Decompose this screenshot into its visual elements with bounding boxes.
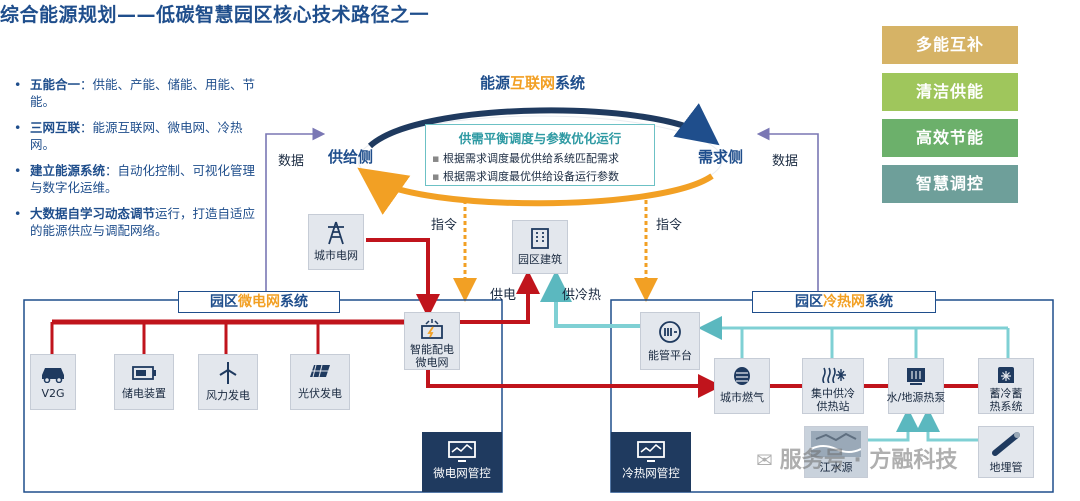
power-tower-icon	[328, 221, 344, 245]
device-v2g: V2G	[30, 354, 76, 410]
storage-tank-icon	[998, 367, 1014, 383]
data-label-left: 数据	[278, 154, 305, 169]
source-ground-pipe: 地埋管	[978, 426, 1034, 478]
device-pv: 光伏发电	[290, 354, 350, 410]
heat-grid-control-label: 冷热网管控	[622, 466, 680, 480]
micro-grid-title: 园区微电网系统	[178, 291, 340, 313]
heat-to-building	[540, 270, 642, 328]
bullet-keyword: 建立能源系统	[30, 163, 106, 178]
city-grid-label: 城市电网	[314, 249, 358, 262]
data-line-right	[756, 127, 819, 300]
device-heating-station-label: 集中供冷 供热站	[811, 387, 855, 413]
demand-side-label: 需求侧	[698, 148, 744, 166]
device-storage: 储电装置	[114, 354, 174, 410]
supply-side-label: 供给侧	[328, 148, 374, 166]
bullet-item: 大数据自学习动态调节运行，打造自适应的能源供应与调配网络。	[14, 205, 264, 239]
scheduling-box: 供需平衡调度与参数优化运行 ▪ 根据需求调度最优供给系统匹配需求 ▪ 根据需求调…	[425, 124, 655, 186]
supply-heat-cool-label: 供冷热	[562, 288, 602, 303]
heat-source-river	[850, 408, 920, 442]
bullet-item: 五能合一：供能、产能、储能、用能、节能。	[14, 76, 264, 110]
smart-distribution-node: 智能配电 微电网	[404, 312, 460, 370]
bullet-text: 运行，打造自适应的能源供应与调配网络。	[30, 206, 256, 238]
tag-smart-control: 智慧调控	[882, 165, 1018, 203]
loop-arrow-bottom	[357, 167, 714, 215]
micro-grid-control: 微电网管控	[422, 432, 502, 492]
device-thermal-storage: 蓄冷蓄 热系统	[978, 358, 1034, 414]
supply-power-label: 供电	[490, 288, 517, 303]
source-river-label: 江水源	[819, 461, 853, 474]
city-grid-node: 城市电网	[308, 214, 364, 270]
gas-tank-icon	[734, 367, 750, 385]
device-city-gas: 城市燃气	[714, 358, 770, 414]
device-v2g-label: V2G	[41, 387, 65, 400]
electric-car-icon	[42, 368, 64, 383]
ground-pipe-icon	[992, 432, 1020, 456]
device-thermal-storage-label: 蓄冷蓄 热系统	[989, 387, 1023, 413]
scheduling-title: 供需平衡调度与参数优化运行	[458, 131, 622, 146]
monitor-icon	[448, 441, 476, 462]
bullet-keyword: 五能合一	[30, 77, 81, 92]
battery-icon	[132, 366, 156, 380]
heat-snow-icon	[822, 367, 846, 383]
power-to-building	[458, 270, 540, 324]
command-label-left: 指令	[431, 218, 458, 233]
bullet-text: ：能源互联网、微电网、冷热网。	[30, 120, 243, 152]
smart-distribution-label: 智能配电 微电网	[410, 343, 454, 369]
monitor-icon	[637, 441, 665, 462]
command-label-right: 指令	[656, 218, 683, 233]
campus-building-label: 园区建筑	[518, 253, 562, 266]
smart-grid-icon	[421, 319, 443, 339]
heat-grid-title: 园区冷热网系统	[752, 291, 936, 313]
device-heating-station: 集中供冷 供热站	[802, 358, 864, 414]
device-storage-label: 储电装置	[122, 387, 166, 400]
energy-platform-node: 能管平台	[640, 312, 700, 370]
tag-clean-supply: 清洁供能	[882, 73, 1018, 111]
wechat-icon: ✉	[756, 448, 780, 472]
tag-multi-energy: 多能互补	[882, 26, 1018, 64]
platform-gauge-icon	[659, 321, 681, 343]
bullet-text: ：自动化控制、可视化管理与数字化运维。	[30, 163, 256, 195]
bullet-list: 五能合一：供能、产能、储能、用能、节能。 三网互联：能源互联网、微电网、冷热网。…	[14, 76, 264, 248]
device-city-gas-label: 城市燃气	[720, 391, 764, 404]
data-label-right: 数据	[772, 154, 799, 169]
source-river-water: 江水源	[804, 426, 868, 478]
watermark-text: 服务号 · 方融科技	[779, 448, 958, 473]
device-heat-pump: 水/地源热泵	[886, 358, 946, 414]
wind-turbine-icon	[219, 362, 237, 384]
building-icon	[531, 228, 549, 249]
bullet-keyword: 大数据自学习动态调节	[30, 206, 156, 221]
heat-grid-control: 冷热网管控	[611, 432, 691, 492]
river-icon	[811, 431, 861, 457]
heat-source-ground	[916, 408, 986, 442]
power-city-grid	[366, 238, 440, 318]
campus-building-node: 园区建筑	[512, 220, 568, 274]
micro-grid-control-label: 微电网管控	[433, 466, 491, 480]
source-ground-label: 地埋管	[989, 461, 1023, 474]
bullet-item: 三网互联：能源互联网、微电网、冷热网。	[14, 119, 264, 153]
data-line-left	[265, 127, 326, 300]
page-title: 综合能源规划——低碳智慧园区核心技术路径之一	[0, 4, 430, 26]
device-pv-label: 光伏发电	[298, 387, 342, 400]
scheduling-item: ▪ 根据需求调度最优供给系统匹配需求	[432, 152, 619, 165]
bullet-text: ：供能、产能、储能、用能、节能。	[30, 77, 256, 109]
tag-efficient: 高效节能	[882, 119, 1018, 157]
solar-panel-icon	[310, 364, 330, 378]
device-wind-label: 风力发电	[206, 389, 250, 402]
energy-platform-label: 能管平台	[648, 349, 692, 362]
device-wind: 风力发电	[198, 354, 258, 410]
watermark: ✉ 服务号 · 方融科技	[756, 442, 957, 474]
bullet-keyword: 三网互联	[30, 120, 81, 135]
loop-arrow-top	[367, 103, 720, 149]
heat-pump-icon	[907, 368, 925, 385]
power-to-heat-grid	[426, 370, 722, 398]
device-heat-pump-label: 水/地源热泵	[886, 391, 946, 404]
energy-internet-title: 能源互联网系统	[480, 74, 586, 92]
bullet-item: 建立能源系统：自动化控制、可视化管理与数字化运维。	[14, 162, 264, 196]
scheduling-item: ▪ 根据需求调度最优供给设备运行参数	[432, 170, 619, 183]
